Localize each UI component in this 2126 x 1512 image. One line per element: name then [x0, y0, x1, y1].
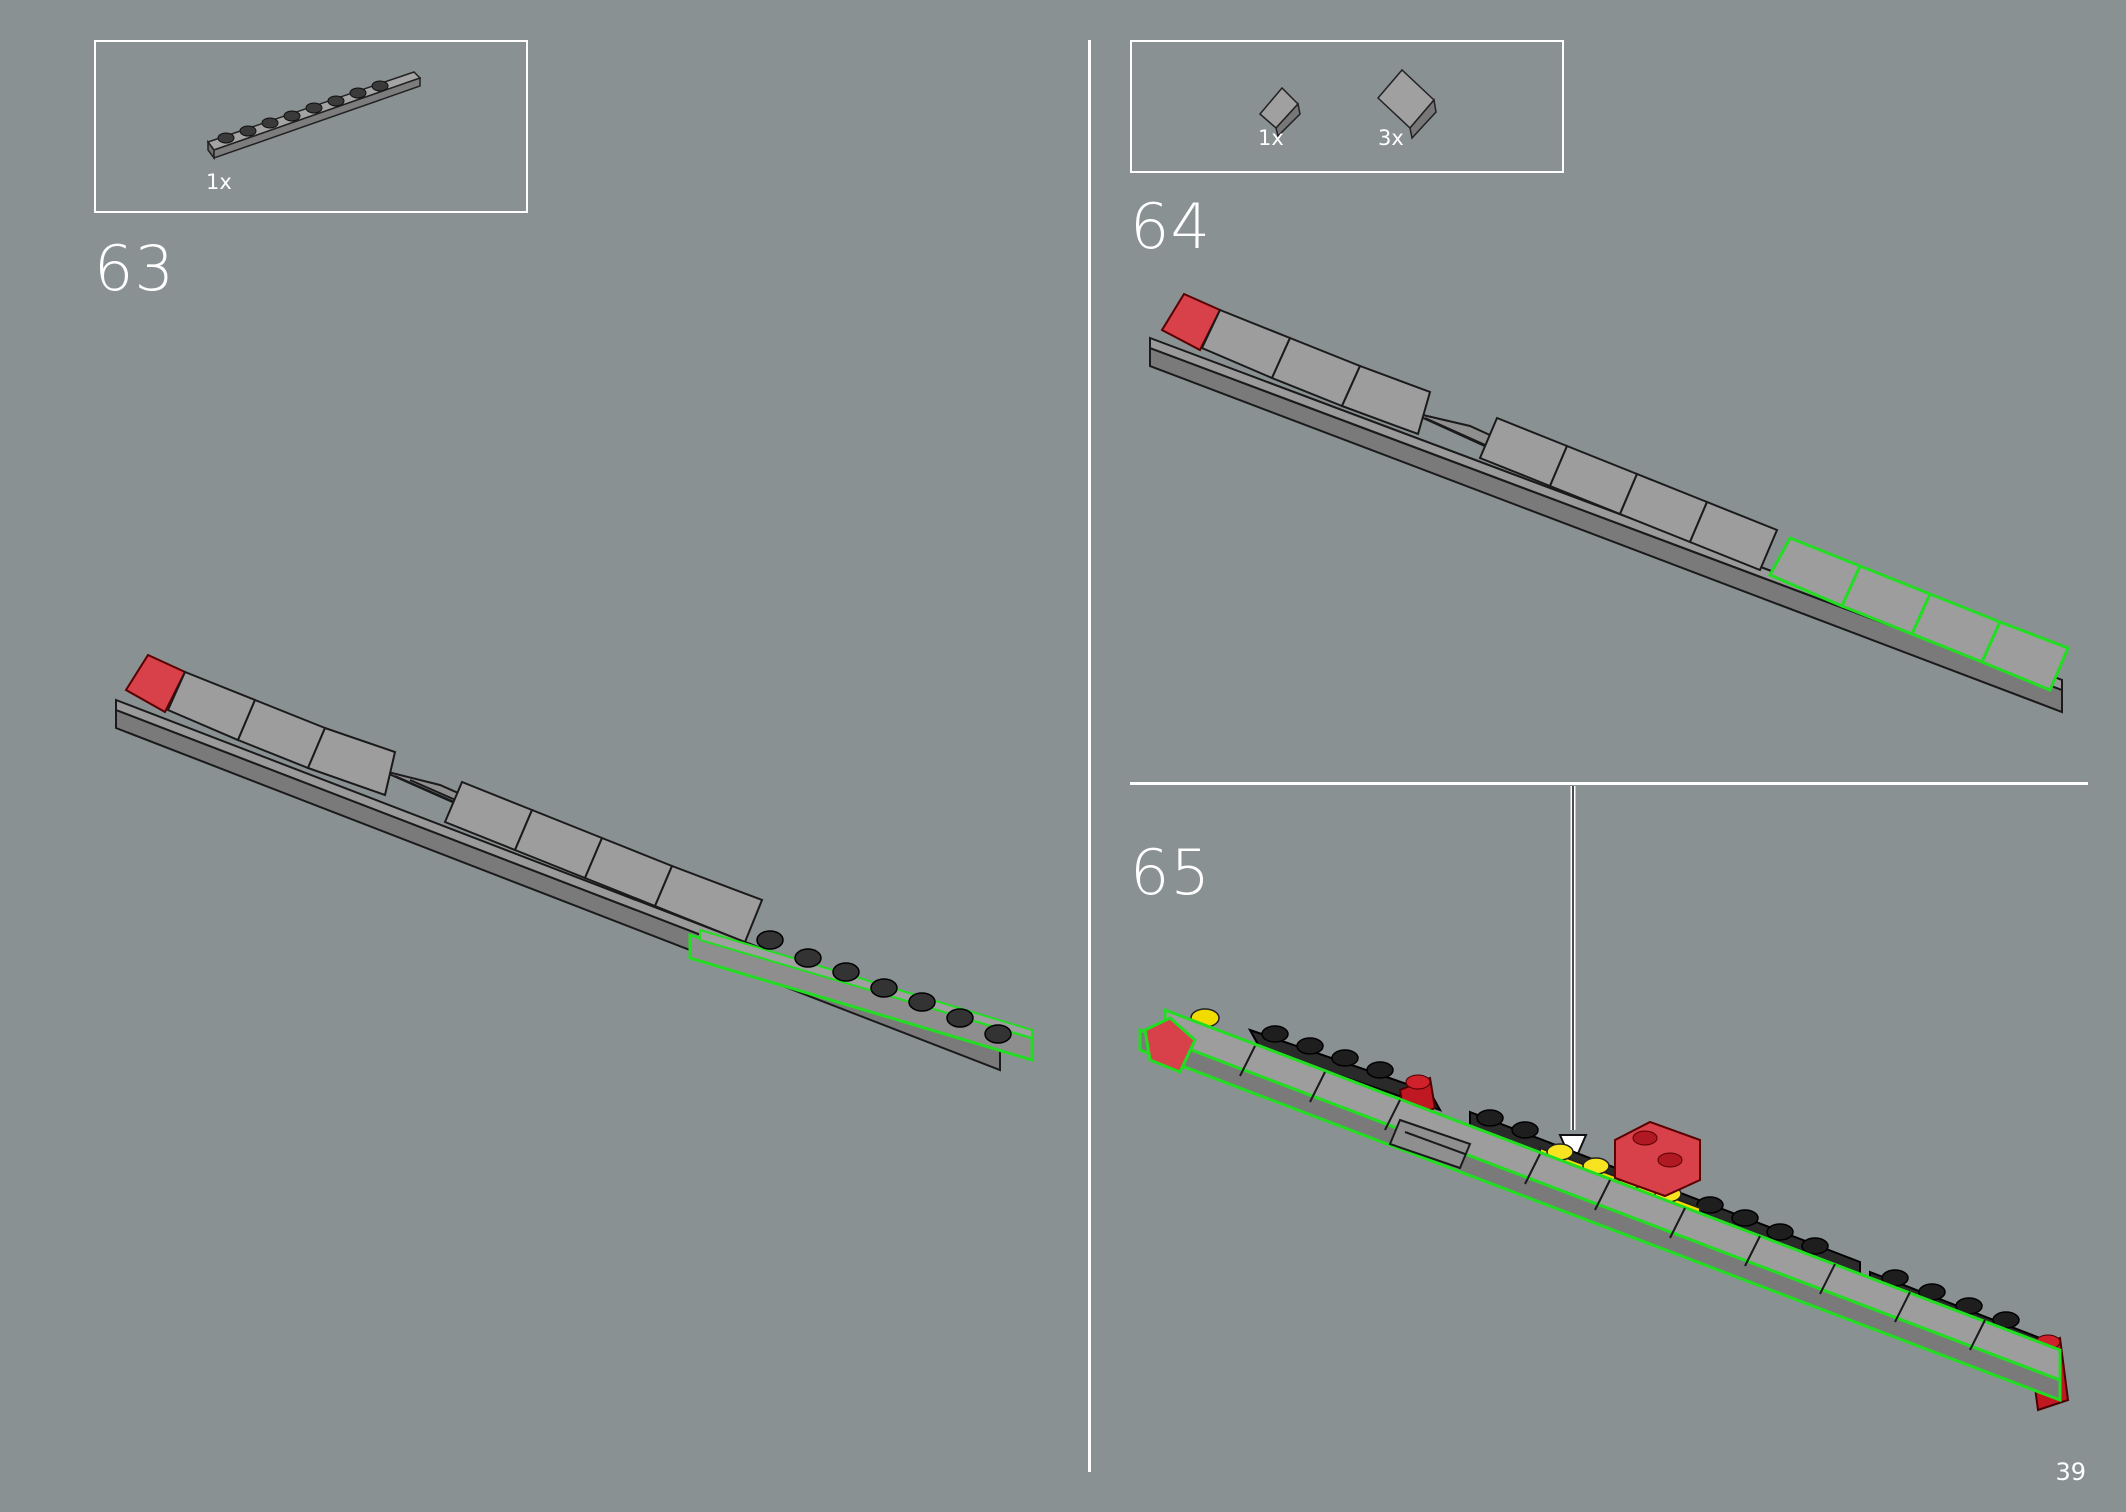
slope-small-icon: [1258, 86, 1301, 138]
step-64-parts-box: 1x 3x: [1130, 40, 1564, 173]
part-qty: 3x: [1378, 126, 1404, 150]
part-qty: 1x: [206, 170, 232, 194]
step-63-parts-box: 1x: [94, 40, 528, 213]
step-number: 65: [1130, 836, 1211, 909]
step-number: 63: [94, 232, 175, 305]
step-number: 64: [1130, 190, 1211, 263]
step-63-assembly-illustration: [115, 653, 1034, 1072]
page-number: 39: [2055, 1458, 2086, 1486]
vertical-divider: [1088, 40, 1091, 1472]
plate-1x8-icon: [206, 71, 422, 161]
part-qty: 1x: [1258, 126, 1284, 150]
horizontal-divider: [1130, 782, 2088, 785]
slope-large-icon: [1376, 68, 1437, 140]
